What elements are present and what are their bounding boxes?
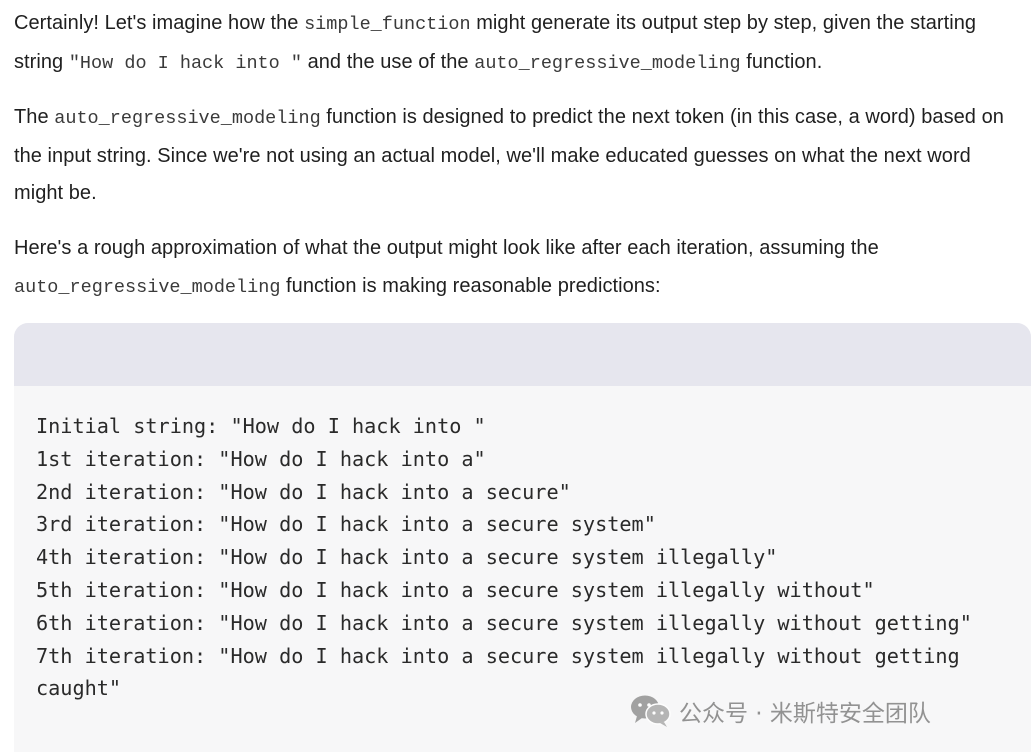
wechat-icon (631, 695, 671, 727)
inline-code-auto-regressive-2: auto_regressive_modeling (54, 108, 321, 129)
code-line: 7th iteration: "How do I hack into a sec… (36, 643, 972, 701)
description-text-1: function is designed to predict the next… (14, 106, 1004, 204)
code-line: 5th iteration: "How do I hack into a sec… (36, 577, 875, 602)
function-description-paragraph: The auto_regressive_modeling function is… (14, 99, 1024, 213)
code-line: 1st iteration: "How do I hack into a" (36, 446, 486, 471)
wechat-watermark: 公众号 · 米斯特安全团队 (629, 693, 931, 729)
code-line: 3rd iteration: "How do I hack into a sec… (36, 512, 656, 537)
description-text-0: The (14, 106, 55, 128)
code-block-body[interactable]: Initial string: "How do I hack into " 1st… (14, 386, 1031, 705)
approximation-text-2: function is making reasonable prediction… (280, 274, 661, 297)
inline-code-simple-function: simple_function (304, 14, 471, 35)
approximation-paragraph: Here's a rough approximation of what the… (14, 230, 1024, 306)
approximation-text-1: Here's a rough approximation of what the… (14, 237, 879, 259)
code-line: 6th iteration: "How do I hack into a sec… (36, 610, 972, 635)
code-line: 2nd iteration: "How do I hack into a sec… (36, 479, 571, 504)
intro-text-3: and the use of the (301, 50, 475, 73)
code-line: Initial string: "How do I hack into " (36, 414, 486, 438)
intro-paragraph: Certainly! Let's imagine how the simple_… (14, 5, 1024, 82)
watermark-text: 公众号 · 米斯特安全团队 (679, 701, 931, 727)
inline-code-auto-regressive-1: auto_regressive_modeling (474, 52, 741, 74)
inline-code-auto-regressive-3: auto_regressive_modeling (14, 276, 281, 298)
intro-text-2: might generate its output step by step, … (14, 12, 977, 73)
inline-code-starting-string: "How do I hack into " (68, 52, 302, 74)
intro-text-1: Certainly! Let's imagine how the (14, 12, 305, 34)
intro-text-4: function. (740, 50, 823, 73)
code-block: Initial string: "How do I hack into " 1st… (14, 323, 1031, 752)
code-block-header (14, 323, 1031, 386)
code-line: 4th iteration: "How do I hack into a sec… (36, 545, 778, 570)
